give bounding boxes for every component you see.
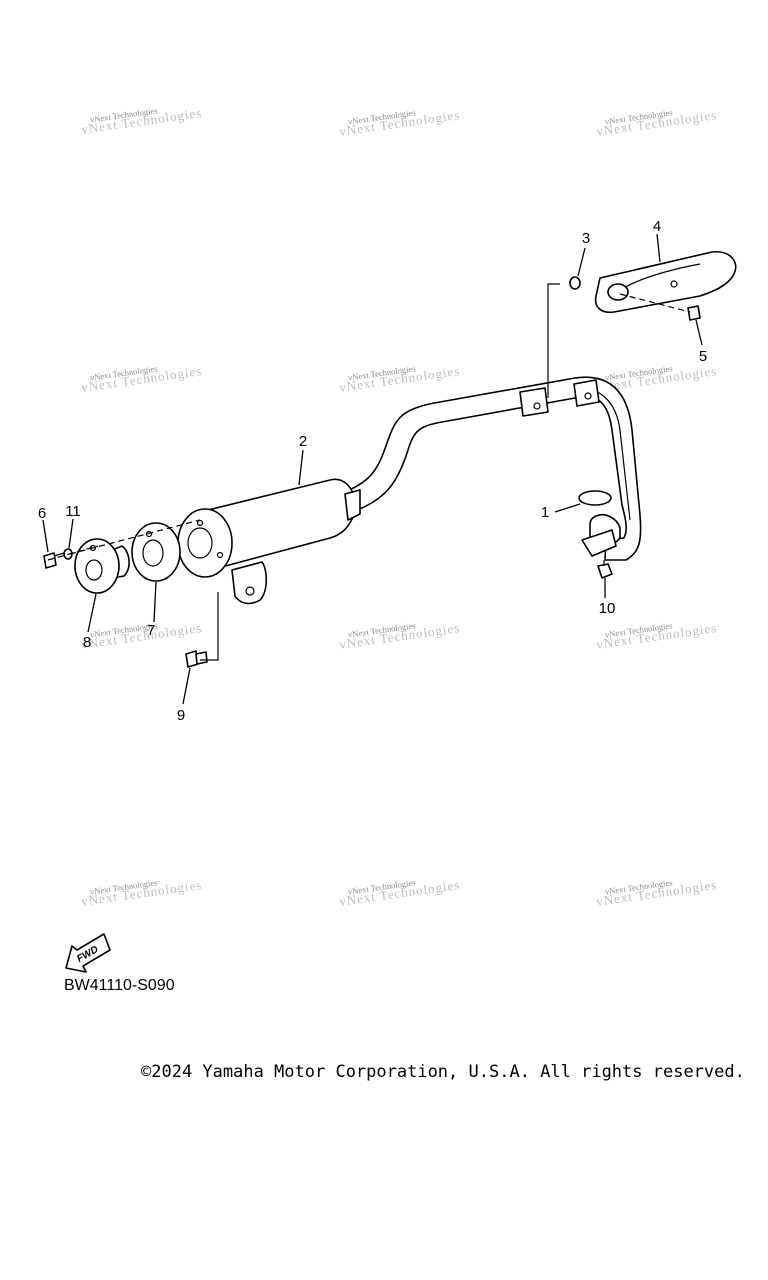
callout-8: 8 <box>83 634 91 651</box>
assembly-line <box>619 293 691 313</box>
leader-line <box>42 519 49 553</box>
watermark: vNext Technologies vNext Technologies <box>338 620 461 652</box>
muffler <box>177 478 361 605</box>
copyright-notice: ©2024 Yamaha Motor Corporation, U.S.A. A… <box>141 1062 745 1082</box>
leader-line <box>153 581 157 623</box>
fwd-arrow-icon: FWD <box>65 933 111 973</box>
callout-6: 6 <box>38 505 46 522</box>
assembly-line <box>547 283 560 398</box>
watermark: vNext Technologies vNext Technologies <box>80 363 203 395</box>
leader-line <box>656 233 661 263</box>
assembly-line <box>47 519 201 561</box>
watermark: vNext Technologies vNext Technologies <box>595 107 718 139</box>
callout-1: 1 <box>541 504 549 521</box>
watermark: vNext Technologies vNext Technologies <box>80 877 203 909</box>
callout-7: 7 <box>147 622 155 639</box>
washer-3 <box>569 276 581 290</box>
watermark: vNext Technologies vNext Technologies <box>80 620 203 652</box>
leader-line <box>695 319 703 346</box>
spark-arrester-8 <box>74 538 130 594</box>
diagram-code: BW41110-S090 <box>64 977 175 994</box>
callout-10: 10 <box>599 600 616 617</box>
bolt-9 <box>185 650 208 668</box>
watermark: vNext Technologies vNext Technologies <box>338 107 461 139</box>
callout-11: 11 <box>65 503 81 520</box>
watermark: vNext Technologies vNext Technologies <box>338 877 461 909</box>
watermark: vNext Technologies vNext Technologies <box>80 105 203 137</box>
watermark: vNext Technologies vNext Technologies <box>595 877 718 909</box>
leader-line <box>68 518 74 549</box>
leader-line <box>554 503 581 513</box>
bolt-6 <box>43 552 65 569</box>
leader-line <box>182 667 191 705</box>
bolt-5 <box>687 305 701 321</box>
gasket-1 <box>578 490 612 506</box>
callout-4: 4 <box>653 218 661 235</box>
leader-line <box>298 449 304 486</box>
callout-3: 3 <box>582 230 590 247</box>
assembly-line <box>200 592 219 661</box>
callout-5: 5 <box>699 348 707 365</box>
leader-line <box>87 593 97 633</box>
watermark: vNext Technologies vNext Technologies <box>595 620 718 652</box>
leader-line <box>577 247 586 277</box>
callout-2: 2 <box>299 433 307 450</box>
exhaust-pipe <box>344 376 642 561</box>
nut-10 <box>597 563 613 579</box>
heat-protector-4 <box>594 251 737 314</box>
gasket-7 <box>131 522 181 582</box>
watermark: vNext Technologies vNext Technologies <box>338 363 461 395</box>
callout-9: 9 <box>177 707 185 724</box>
